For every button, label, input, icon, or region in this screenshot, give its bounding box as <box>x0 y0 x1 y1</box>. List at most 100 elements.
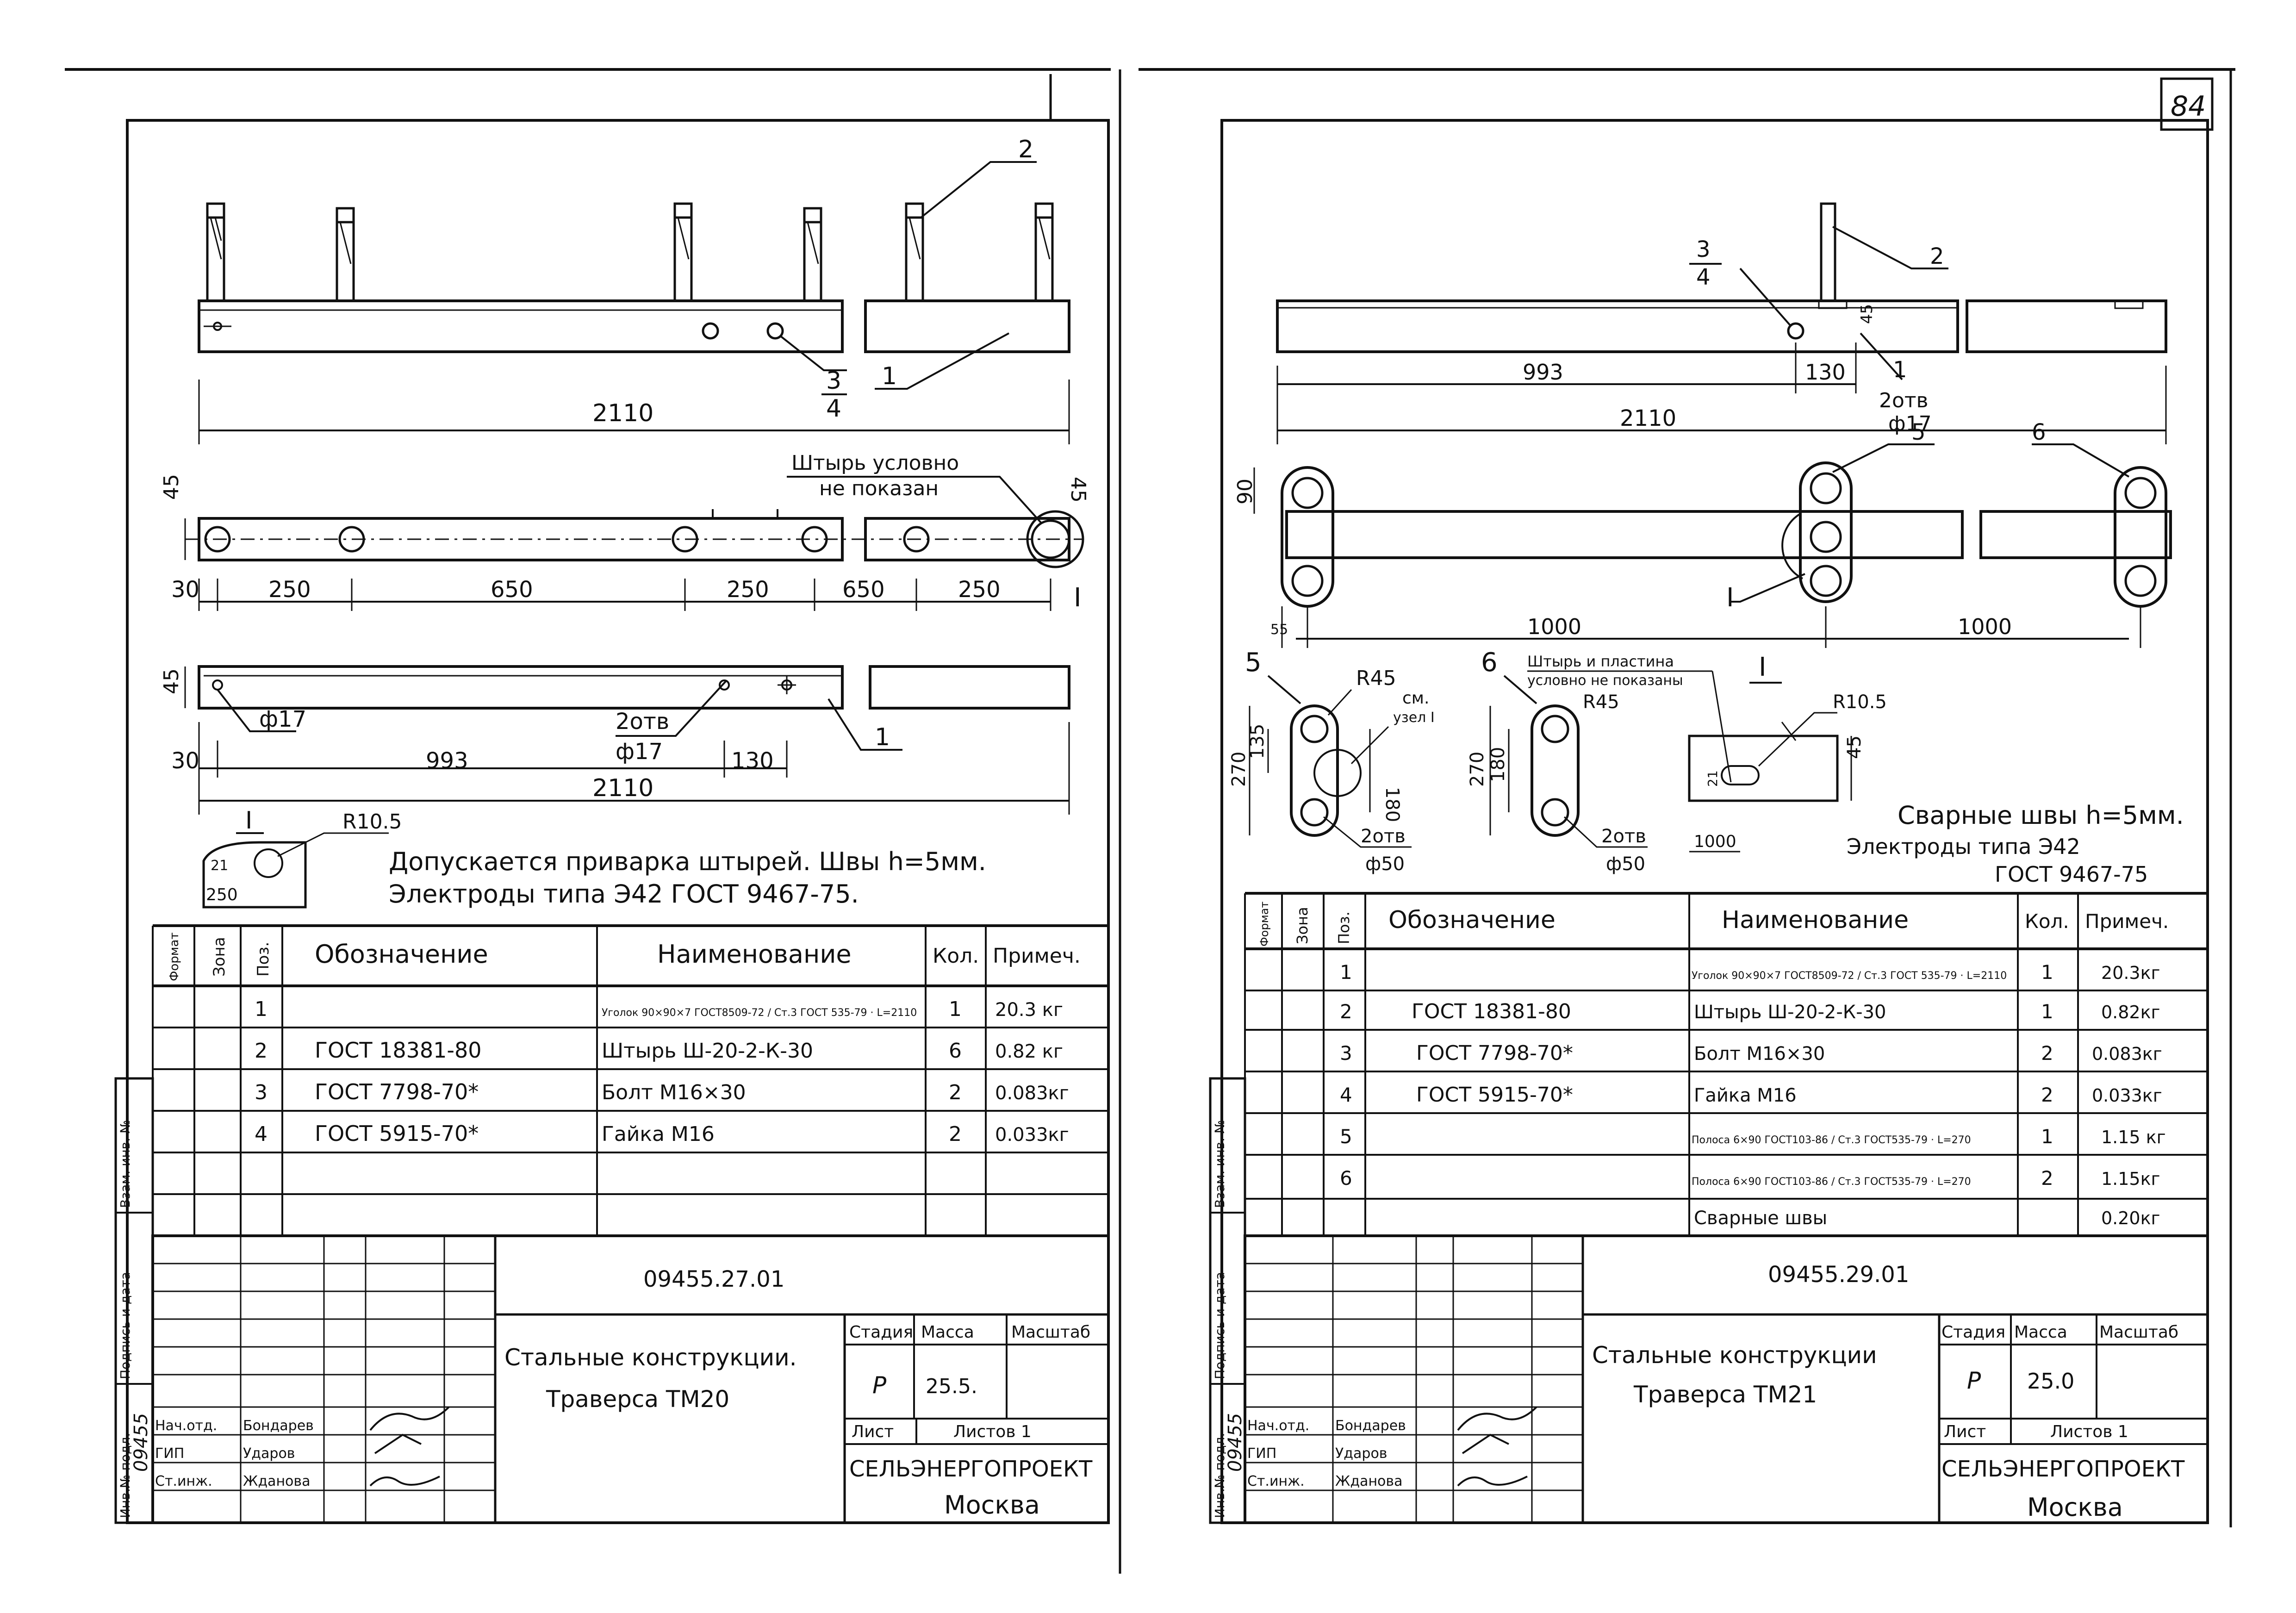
page-number: 84 <box>2171 90 2206 123</box>
left-dim-993: 993 <box>426 748 468 774</box>
cell-pos: 1 <box>1340 961 1352 984</box>
right-callout-6: 6 <box>2032 419 2046 445</box>
right-det6-dia: ф50 <box>1606 853 1645 875</box>
left-length-bottom: 2110 <box>592 774 653 802</box>
left-beam-front: 2 3 4 1 2110 <box>198 136 1070 444</box>
cell-qty: 2 <box>949 1081 962 1104</box>
cell-note: 20.3 кг <box>995 999 1063 1021</box>
right-weld-note-1: Сварные швы h=5мм. <box>1898 801 2184 830</box>
right-weld-note-2: Электроды типа Э42 <box>1847 834 2080 859</box>
left-strip-3: Взам. инв. № <box>118 1120 133 1208</box>
left-callout-1b: 1 <box>875 723 890 751</box>
cell-note: 20.3кг <box>2101 963 2160 983</box>
right-sheet: 3 4 2 1 45 2отв ф17 993 130 2110 <box>1209 119 2209 1524</box>
right-callout-4: 4 <box>1696 264 1711 290</box>
right-holes-dia: ф17 <box>1888 412 1932 436</box>
right-det6-270: 270 <box>1467 752 1488 787</box>
right-title-1: Стальные конструкции <box>1592 1342 1877 1369</box>
cell-pos: 6 <box>1340 1167 1352 1190</box>
cell-name: Сварные швы <box>1694 1208 1827 1229</box>
right-side-strip: Инв.№ подл. Подпись и дата Взам. инв. № … <box>1209 1077 1246 1524</box>
cell-note: 1.15 кг <box>2101 1127 2166 1147</box>
right-det5-270: 270 <box>1228 752 1250 787</box>
cell-note: 0.083кг <box>2092 1044 2162 1064</box>
cell-designation: ГОСТ 5915-70* <box>1416 1083 1573 1107</box>
right-mass-h: Масса <box>2014 1323 2067 1342</box>
cell-pos: 2 <box>1340 1000 1352 1023</box>
right-sheet-h: Лист <box>1944 1422 1986 1441</box>
cell-qty: 1 <box>2041 1000 2053 1023</box>
left-callout-3: 3 <box>826 367 841 395</box>
right-hdr-zone: Зона <box>1294 907 1311 944</box>
right-beam-front: 3 4 2 1 45 2отв ф17 993 130 2110 <box>1276 202 2167 444</box>
right-spec-table: Формат Зона Поз. Обозначение Наименовани… <box>1244 892 2208 1237</box>
left-scale-h: Масштаб <box>1011 1323 1090 1342</box>
left-callout-2: 2 <box>1018 136 1033 163</box>
left-strip-2: Подпись и дата <box>118 1272 133 1379</box>
cell-qty: 1 <box>949 997 962 1021</box>
left-hdr-qty: Кол. <box>933 944 979 968</box>
left-org: СЕЛЬЭНЕРГОПРОЕКТ <box>849 1456 1093 1482</box>
left-city: Москва <box>944 1490 1040 1520</box>
cell-pos: 4 <box>255 1122 268 1146</box>
cell-note: 0.033кг <box>2092 1085 2162 1106</box>
cell-qty: 6 <box>949 1039 962 1063</box>
right-weld-note-3: ГОСТ 9467-75 <box>1995 862 2148 887</box>
cell-name: Болт М16×30 <box>602 1081 746 1104</box>
right-strip-1: Инв.№ подл. <box>1212 1433 1227 1518</box>
cell-name: Гайка М16 <box>602 1122 715 1146</box>
table-row: 6 Полоса 6×90 ГОСТ103-86 / Ст.3 ГОСТ535-… <box>1340 1167 2160 1190</box>
right-sheets-h: Листов 1 <box>2050 1422 2128 1441</box>
right-detI-45: 45 <box>1844 735 1865 759</box>
left-detail-radius: R10.5 <box>342 810 402 834</box>
right-sign-role-1: Нач.отд. <box>1247 1418 1309 1434</box>
right-sign-role-2: ГИП <box>1247 1445 1276 1462</box>
left-dim-45-a: 45 <box>160 474 183 500</box>
left-sign-role-2: ГИП <box>155 1445 184 1462</box>
left-spec-table: Формат Зона Поз. Обозначение Наименовани… <box>152 924 1108 1237</box>
left-hdr-pos: Поз. <box>254 942 273 977</box>
right-dim-1000-b: 1000 <box>1958 614 2012 639</box>
left-side-strip: Инв.№ подл. Подпись и дата Взам. инв. № … <box>114 1077 154 1524</box>
left-hole-label: ф17 <box>259 706 306 732</box>
cell-name: Штырь Ш-20-2-К-30 <box>602 1039 813 1063</box>
left-dim-45-c: 45 <box>160 668 183 694</box>
left-sign-role-1: Нач.отд. <box>155 1418 217 1434</box>
left-view-mark: I <box>1074 583 1082 613</box>
table-row: 3 ГОСТ 7798-70* Болт М16×30 2 0.083кг <box>255 1079 1069 1104</box>
left-dim-130: 130 <box>731 748 774 774</box>
cell-qty: 2 <box>949 1122 962 1146</box>
right-beam-plan: I 5 6 90 55 1000 1000 <box>1233 419 2172 648</box>
left-detail-dim-b: 21 <box>211 858 228 874</box>
cell-note: 1.15кг <box>2101 1169 2160 1189</box>
right-det6-label: 6 <box>1481 648 1498 678</box>
cell-designation: ГОСТ 7798-70* <box>315 1079 479 1104</box>
right-dim-1000-a: 1000 <box>1527 614 1581 639</box>
cell-note: 0.083кг <box>995 1083 1069 1104</box>
right-hdr-format: Формат <box>1258 902 1271 947</box>
left-holes-note: 2отв <box>616 709 669 735</box>
left-sign-name-2: Ударов <box>243 1445 295 1462</box>
right-det5-see: см. <box>1402 689 1429 708</box>
right-det5-180: 180 <box>1381 787 1403 822</box>
right-detail-5: 5 R45 см. узел I 270 135 180 2отв ф50 <box>1228 648 1435 875</box>
left-dim-250-b: 250 <box>727 577 769 603</box>
cell-name: Штырь Ш-20-2-К-30 <box>1694 1002 1886 1023</box>
left-dim-250-c: 250 <box>958 577 1001 603</box>
right-sign-name-1: Бондарев <box>1335 1418 1406 1434</box>
right-org: СЕЛЬЭНЕРГОПРОЕКТ <box>1941 1456 2185 1482</box>
cell-pos: 2 <box>255 1039 268 1063</box>
left-title-block: 09455.27.01 Стальные конструкции. Травер… <box>151 1234 1110 1524</box>
right-sign-role-3: Ст.инж. <box>1247 1473 1305 1489</box>
cell-designation: ГОСТ 18381-80 <box>315 1038 482 1063</box>
table-row: 1 Уголок 90×90×7 ГОСТ8509-72 / Ст.3 ГОСТ… <box>255 997 1063 1021</box>
right-dim-993: 993 <box>1523 360 1563 385</box>
right-det-note-2: условно не показаны <box>1527 673 1683 689</box>
right-title-2: Траверса ТМ21 <box>1633 1381 1817 1408</box>
right-detail-6: 6 R45 270 180 2отв ф50 <box>1467 648 1648 875</box>
table-row: 1 Уголок 90×90×7 ГОСТ8509-72 / Ст.3 ГОСТ… <box>1340 961 2160 984</box>
right-mass: 25.0 <box>2027 1369 2074 1394</box>
left-hdr-note: Примеч. <box>993 944 1081 968</box>
left-callout-1: 1 <box>882 362 897 390</box>
